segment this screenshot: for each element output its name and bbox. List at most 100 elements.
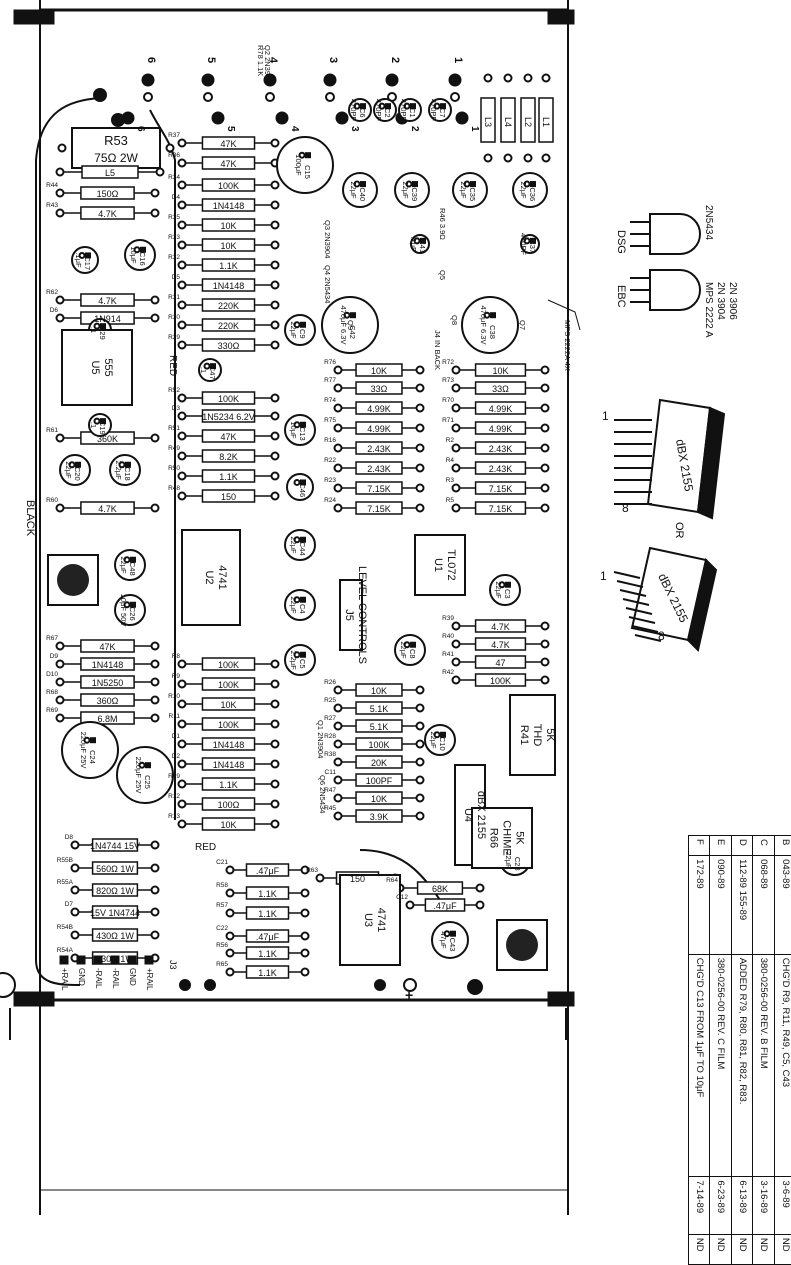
solder-pad xyxy=(407,902,414,909)
solder-pad xyxy=(453,445,460,452)
solder-pad xyxy=(335,741,342,748)
solder-pad xyxy=(152,315,159,322)
solder-pad xyxy=(72,887,79,894)
center-resistor-ref: R23 xyxy=(324,477,336,484)
right-resistor-ref: R2 xyxy=(446,437,455,444)
solder-pad xyxy=(272,322,279,329)
lower-part-ref: C21 xyxy=(216,859,228,866)
solder-pad xyxy=(335,687,342,694)
solder-pad xyxy=(152,909,159,916)
dsg-pin-label: DSG xyxy=(615,230,627,254)
header-pin-number: 3 xyxy=(327,57,339,63)
mid-resistor-value: 1N5234 6.2V xyxy=(202,412,255,422)
solder-pad xyxy=(542,445,549,452)
capacitor-value: 22μF xyxy=(494,581,503,599)
solder-pad xyxy=(542,385,549,392)
mid-resistor-ref: R33 xyxy=(168,234,180,241)
mid-resistor-ref: R48 xyxy=(168,485,180,492)
capacitor-value: 22μF xyxy=(459,181,468,199)
solder-pad xyxy=(453,465,460,472)
red-wire-label: RED xyxy=(195,842,216,853)
capacitor-value: 10μF 50V xyxy=(119,594,128,627)
solder-pad xyxy=(152,661,159,668)
lower-part-value: 150 xyxy=(350,874,365,884)
capacitor-ref: C47 xyxy=(208,366,217,380)
left-resistor-value: 4.7K xyxy=(98,209,117,219)
left-resistor-ref: R68 xyxy=(46,689,58,696)
mid-resistor-value: 1N4148 xyxy=(213,281,245,291)
center-resistor-value: 10K xyxy=(371,366,387,376)
center-resistor-ref: R25 xyxy=(324,697,336,704)
solder-pad xyxy=(335,759,342,766)
left-resistor-value: 1N5250 xyxy=(92,678,124,688)
solder-pad xyxy=(335,485,342,492)
solder-pad xyxy=(335,385,342,392)
solder-pad xyxy=(453,425,460,432)
solder-pad xyxy=(335,465,342,472)
solder-pad xyxy=(453,623,460,630)
center-resistor-ref: R76 xyxy=(324,359,336,366)
revision-date: 3-16-89 xyxy=(753,1177,775,1235)
solder-pad xyxy=(152,210,159,217)
solder-pad xyxy=(57,210,64,217)
capacitor-value: 220μF 25V xyxy=(79,732,88,769)
revision-rev: C xyxy=(753,836,775,856)
revision-by: ND xyxy=(732,1234,754,1264)
square-pad xyxy=(350,312,356,318)
capacitor-value: .1 xyxy=(199,367,208,373)
square-pad xyxy=(360,181,366,187)
capacitor-ref: C29 xyxy=(98,326,107,340)
j3-pin-label: GND xyxy=(128,968,137,986)
lower-part-ref: R54B xyxy=(57,924,73,931)
top-pin-number: 4 xyxy=(289,126,300,132)
revision-date: 6-13-89 xyxy=(732,1177,754,1235)
ebc-pin-label: EBC xyxy=(615,285,627,308)
solder-pad xyxy=(277,113,288,124)
mid-resistor-value: 330Ω xyxy=(218,341,240,351)
lower-part-ref: C12 xyxy=(396,894,408,901)
mid-resistor-value: 100Ω xyxy=(218,800,240,810)
solder-pad xyxy=(335,777,342,784)
capacitor-value: .1μF xyxy=(409,236,418,252)
revision-eco: 090-89 xyxy=(710,856,732,955)
capacitor-value: .1μF xyxy=(74,252,83,268)
center-resistor-value: 20K xyxy=(371,758,387,768)
j3-pin-label: -RAIL xyxy=(94,968,103,989)
q7-label: Q7 xyxy=(518,320,527,330)
right-resistor-value: 4.7K xyxy=(491,622,510,632)
solder-pad xyxy=(317,875,324,882)
chip-pin-1: 1 xyxy=(600,569,607,583)
solder-pad xyxy=(417,465,424,472)
solder-pad xyxy=(542,641,549,648)
solder-pad xyxy=(272,282,279,289)
mid-resistor-ref: R10 xyxy=(168,693,180,700)
right-resistor-ref: R42 xyxy=(442,669,454,676)
right-resistor-ref: R40 xyxy=(442,633,454,640)
solder-pad xyxy=(272,262,279,269)
capacitor-ref: C5 xyxy=(298,659,307,669)
solder-pad xyxy=(542,405,549,412)
solder-pad xyxy=(325,75,336,86)
solder-pad xyxy=(272,202,279,209)
solder-pad xyxy=(179,721,186,728)
solder-pad xyxy=(453,505,460,512)
center-resistor-ref: R74 xyxy=(324,397,336,404)
mid-resistor-value: 100K xyxy=(218,660,239,670)
solder-pad xyxy=(179,701,186,708)
solder-pad xyxy=(144,93,152,101)
capacitor-value: 22μF xyxy=(289,321,298,339)
solder-pad xyxy=(375,980,385,990)
right-resistor-ref: R4 xyxy=(446,457,455,464)
capacitor-ref: C46 xyxy=(298,483,307,497)
mid-resistor-ref: D3 xyxy=(172,405,181,412)
solder-pad xyxy=(179,342,186,349)
mid-resistor-value: 1.1K xyxy=(219,780,238,790)
capacitor-ref: C48 xyxy=(128,562,137,576)
solder-pad xyxy=(266,93,274,101)
solder-pad xyxy=(152,842,159,849)
revision-rev: E xyxy=(710,836,732,856)
mid-resistor-value: 10K xyxy=(220,700,236,710)
center-resistor-value: 4.99K xyxy=(367,424,391,434)
revision-by: ND xyxy=(689,1234,711,1264)
